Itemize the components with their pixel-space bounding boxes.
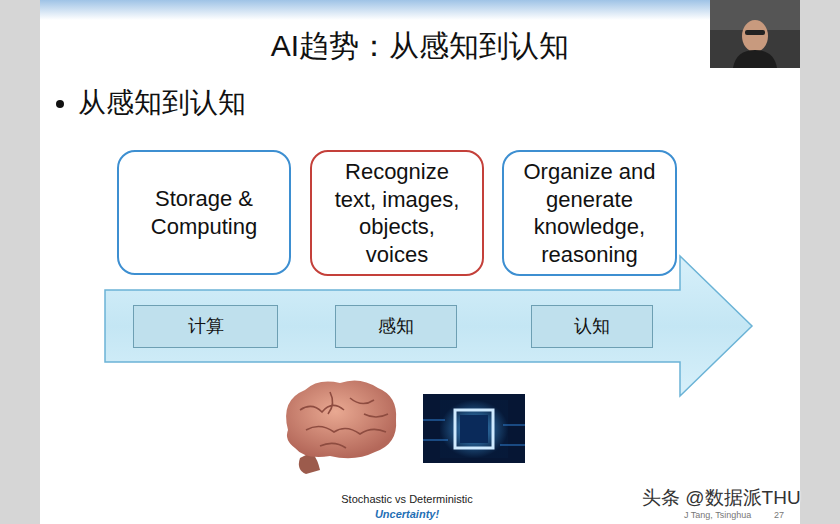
bullet-dot	[56, 100, 64, 108]
webcam	[710, 0, 800, 68]
box-text: 感知	[378, 315, 414, 338]
slide-number: 27	[774, 510, 784, 521]
author-credit: J Tang, Tsinghua	[684, 510, 751, 521]
stage-tag: 感知	[335, 305, 457, 348]
bullet-text: 从感知到认知	[78, 86, 246, 120]
box-text: Organize and generate knowledge, reasoni…	[514, 158, 666, 268]
top-bar	[40, 0, 800, 20]
stage-tag: 计算	[133, 305, 278, 348]
progress-arrow	[105, 256, 752, 396]
slide-title: AI趋势：从感知到认知	[40, 26, 800, 67]
footnote: Stochastic vs Deterministic	[287, 493, 527, 506]
slide	[40, 0, 800, 524]
box-text: 计算	[188, 315, 224, 338]
watermark: 头条 @数据派THU	[642, 487, 801, 510]
stage-box: Storage & Computing	[117, 150, 291, 275]
brain-picture	[286, 380, 396, 474]
stage-box: Recognize text, images, objects, voices	[310, 150, 484, 276]
box-text: Storage & Computing	[139, 185, 269, 240]
stage-tag: 认知	[531, 305, 653, 348]
box-text: Recognize text, images, objects, voices	[327, 158, 467, 268]
chip-picture	[423, 394, 525, 463]
footnote-emphasis: Uncertainty!	[287, 508, 527, 521]
stage-box: Organize and generate knowledge, reasoni…	[502, 150, 677, 276]
box-text: 认知	[574, 315, 610, 338]
